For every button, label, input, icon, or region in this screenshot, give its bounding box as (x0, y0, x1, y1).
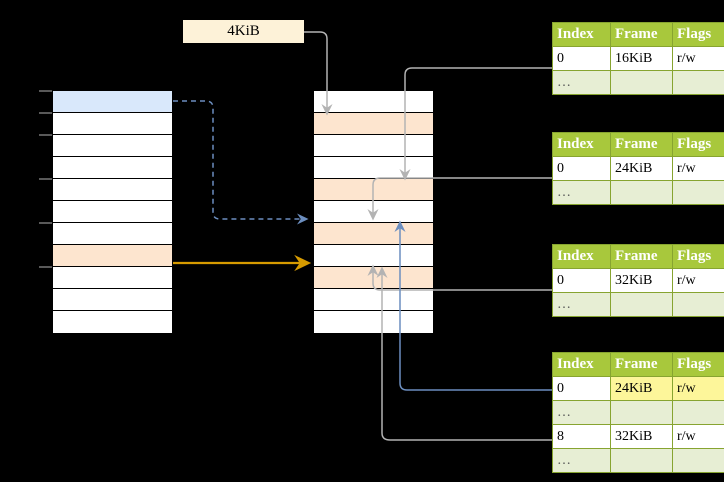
table-row-ellipsis: … (552, 448, 724, 473)
cell-frame: 32KiB (610, 424, 673, 449)
virtual-cell-row-0[interactable] (53, 91, 172, 113)
column-header-index: Index (552, 244, 611, 269)
physical-cell-row-10[interactable] (314, 311, 433, 333)
cell-frame: 16KiB (610, 46, 673, 71)
cell-frame (610, 70, 673, 95)
virtual-cell-row-7[interactable] (53, 245, 172, 267)
virtual-cell-row-8[interactable] (53, 267, 172, 289)
cell-index: … (552, 448, 611, 473)
cell-index: 8 (552, 424, 611, 449)
virtual-cell-row-1[interactable] (53, 113, 172, 135)
physical-cell-row-0[interactable] (314, 91, 433, 113)
virtual-address-column (52, 90, 173, 333)
column-header-flags: Flags (672, 244, 724, 269)
virtual-cell-row-6[interactable] (53, 223, 172, 245)
page-size-label: 4KiB (183, 20, 304, 43)
table-header-row: Index Frame Flags (552, 132, 724, 157)
tick-mark (39, 90, 52, 92)
cell-flags (672, 70, 724, 95)
cell-index: … (552, 292, 611, 317)
column-header-index: Index (552, 132, 611, 157)
column-header-index: Index (552, 352, 611, 377)
table-row[interactable]: 0 16KiB r/w (552, 46, 724, 71)
tick-mark (39, 266, 52, 268)
tick-mark (39, 222, 52, 224)
physical-cell-row-6[interactable] (314, 223, 433, 245)
cell-index: 0 (552, 156, 611, 181)
cell-index: … (552, 180, 611, 205)
virtual-cell-row-10[interactable] (53, 311, 172, 333)
page-table-2: Index Frame Flags 0 24KiB r/w … (552, 132, 724, 205)
cell-flags: r/w (672, 46, 724, 71)
cell-flags: r/w (672, 424, 724, 449)
physical-cell-row-8[interactable] (314, 267, 433, 289)
table-row-ellipsis: … (552, 292, 724, 317)
physical-cell-row-1[interactable] (314, 113, 433, 135)
physical-cell-row-9[interactable] (314, 289, 433, 311)
column-header-index: Index (552, 22, 611, 47)
cell-index: 0 (552, 376, 611, 401)
table-row[interactable]: 8 32KiB r/w (552, 424, 724, 449)
physical-cell-row-7[interactable] (314, 245, 433, 267)
virtual-cell-row-5[interactable] (53, 201, 172, 223)
table-row-ellipsis: … (552, 70, 724, 95)
cell-index: … (552, 70, 611, 95)
physical-cell-row-2[interactable] (314, 135, 433, 157)
cell-frame (610, 400, 673, 425)
virtual-cell-row-9[interactable] (53, 289, 172, 311)
table-row[interactable]: 0 32KiB r/w (552, 268, 724, 293)
cell-frame: 32KiB (610, 268, 673, 293)
tick-mark (39, 134, 52, 136)
table-row[interactable]: 0 24KiB r/w (552, 376, 724, 401)
tick-mark (39, 112, 52, 114)
cell-flags: r/w (672, 156, 724, 181)
cell-flags (672, 180, 724, 205)
column-header-frame: Frame (610, 352, 673, 377)
cell-index: 0 (552, 268, 611, 293)
cell-flags: r/w (672, 376, 724, 401)
virtual-cell-row-3[interactable] (53, 157, 172, 179)
physical-cell-row-5[interactable] (314, 201, 433, 223)
column-header-flags: Flags (672, 352, 724, 377)
table-row-ellipsis: … (552, 180, 724, 205)
physical-memory-column (313, 90, 434, 333)
physical-cell-row-4[interactable] (314, 179, 433, 201)
table-row-ellipsis: … (552, 400, 724, 425)
cell-frame (610, 292, 673, 317)
cell-index: 0 (552, 46, 611, 71)
cell-index: … (552, 400, 611, 425)
table-header-row: Index Frame Flags (552, 22, 724, 47)
page-table-3: Index Frame Flags 0 32KiB r/w … (552, 244, 724, 317)
cell-flags (672, 400, 724, 425)
cell-frame: 24KiB (610, 376, 673, 401)
column-header-frame: Frame (610, 132, 673, 157)
physical-cell-row-3[interactable] (314, 157, 433, 179)
wire-blue-dashed (173, 100, 309, 225)
cell-flags (672, 292, 724, 317)
cell-flags: r/w (672, 268, 724, 293)
table-header-row: Index Frame Flags (552, 244, 724, 269)
page-table-1: Index Frame Flags 0 16KiB r/w … (552, 22, 724, 95)
virtual-cell-row-4[interactable] (53, 179, 172, 201)
cell-frame (610, 180, 673, 205)
virtual-cell-row-2[interactable] (53, 135, 172, 157)
page-table-4: Index Frame Flags 0 24KiB r/w … 8 32KiB … (552, 352, 724, 473)
tick-mark (39, 178, 52, 180)
column-header-frame: Frame (610, 244, 673, 269)
column-header-flags: Flags (672, 22, 724, 47)
cell-flags (672, 448, 724, 473)
cell-frame (610, 448, 673, 473)
column-header-frame: Frame (610, 22, 673, 47)
cell-frame: 24KiB (610, 156, 673, 181)
table-header-row: Index Frame Flags (552, 352, 724, 377)
table-row[interactable]: 0 24KiB r/w (552, 156, 724, 181)
column-header-flags: Flags (672, 132, 724, 157)
